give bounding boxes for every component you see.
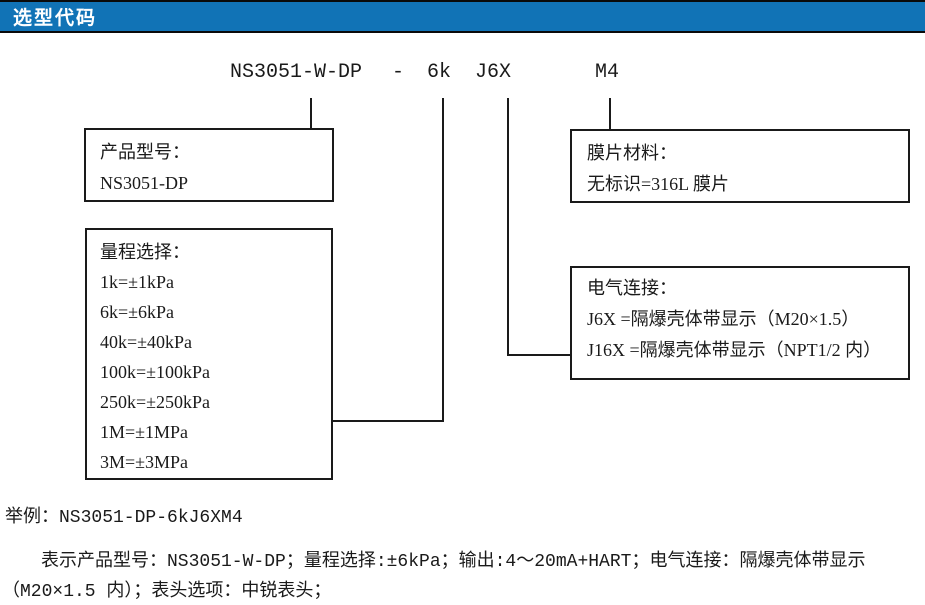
code-range: 6k [427, 61, 452, 84]
range-option: 40k=±40kPa [100, 332, 193, 352]
range-option: 1k=±1kPa [100, 272, 175, 292]
range-option: 3M=±3MPa [100, 452, 189, 472]
connector-electrical-hline [507, 354, 570, 356]
range-option: 250k=±250kPa [100, 392, 211, 412]
product-model-box-title: 产品型号： [100, 142, 190, 162]
section-title: 选型代码 [13, 8, 98, 29]
range-selection-box-title: 量程选择： [100, 242, 190, 262]
diaphragm-option: 无标识=316L 膜片 [587, 174, 729, 194]
connector-model-vline [310, 98, 312, 128]
electrical-option: J6X =隔爆壳体带显示（M20×1.5） [587, 309, 860, 329]
code-separator: - [392, 61, 405, 84]
example-description-line: 表示产品型号：NS3051-W-DP；量程选择:±6kPa；输出:4～20mA+… [41, 552, 866, 572]
code-electrical: J6X [475, 61, 512, 84]
section-header: 选型代码 [0, 0, 925, 33]
range-option: 1M=±1MPa [100, 422, 189, 442]
connector-electrical-vline [507, 98, 509, 356]
product-model-box-value: NS3051-DP [100, 173, 189, 193]
example-title-line: 举例：NS3051-DP-6kJ6XM4 [5, 508, 243, 528]
example-description-line: （M20×1.5 内）；表头选项：中锐表头； [2, 582, 332, 602]
connector-range-vline [442, 98, 444, 422]
diaphragm-material-box: 膜片材料： 无标识=316L 膜片 [570, 129, 910, 203]
diaphragm-material-box-title: 膜片材料： [587, 143, 677, 163]
range-option: 100k=±100kPa [100, 362, 211, 382]
electrical-option: J16X =隔爆壳体带显示（NPT1/2 内） [587, 340, 882, 360]
code-model: NS3051-W-DP [230, 61, 363, 84]
connector-diaphragm-vline [609, 98, 611, 129]
range-selection-box: 量程选择： 1k=±1kPa 6k=±6kPa 40k=±40kPa 100k=… [85, 228, 333, 480]
connector-range-hline [333, 420, 444, 422]
electrical-connection-box-title: 电气连接： [587, 278, 677, 298]
product-model-box: 产品型号： NS3051-DP [84, 128, 334, 202]
electrical-connection-box: 电气连接： J6X =隔爆壳体带显示（M20×1.5） J16X =隔爆壳体带显… [570, 266, 910, 380]
code-display: M4 [595, 61, 620, 84]
range-option: 6k=±6kPa [100, 302, 175, 322]
